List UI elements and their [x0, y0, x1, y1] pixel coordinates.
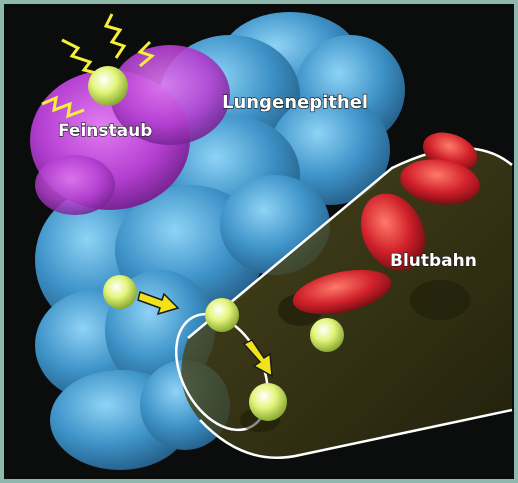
- label-blutbahn: Blutbahn: [390, 251, 477, 271]
- fine-dust-particle-icon: [205, 298, 239, 332]
- fine-dust-particle-icon: [103, 275, 137, 309]
- label-lungenepithel: Lungenepithel: [222, 92, 368, 113]
- fine-dust-particle-icon: [88, 66, 128, 106]
- label-feinstaub: Feinstaub: [58, 121, 152, 141]
- fine-dust-particle-icon: [249, 383, 287, 421]
- fine-dust-particle-icon: [310, 318, 344, 352]
